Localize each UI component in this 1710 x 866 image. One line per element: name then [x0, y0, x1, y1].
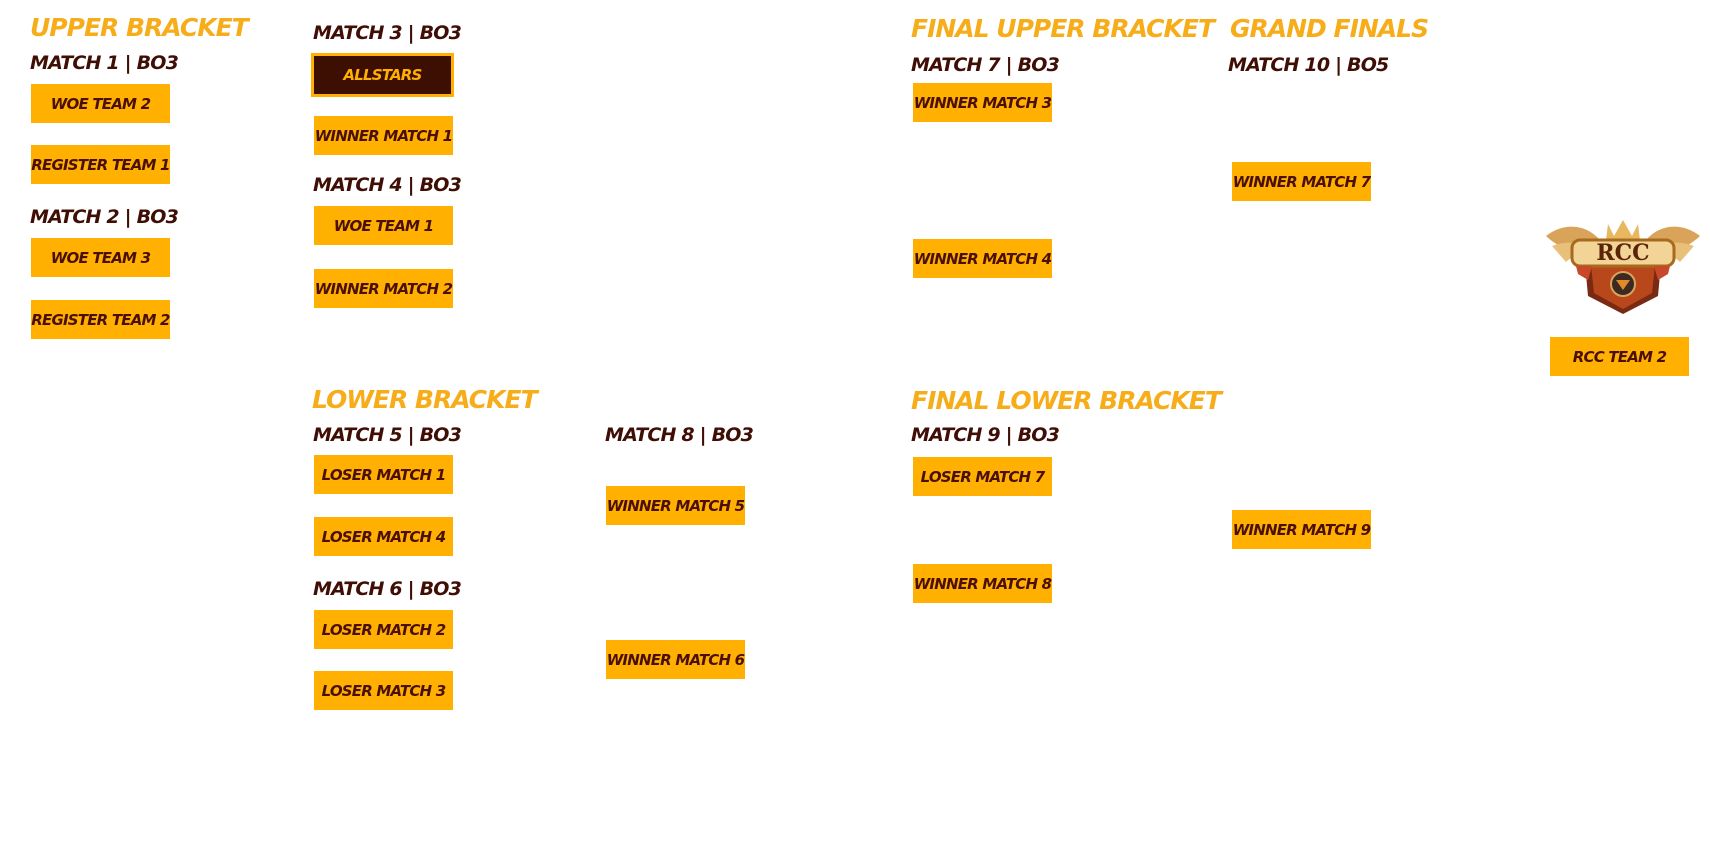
upper-bracket-title: UPPER BRACKET	[30, 13, 249, 42]
match-3-label: MATCH 3 | BO3	[313, 22, 462, 44]
bracket-slot-m1-a[interactable]: WOE TEAM 2	[31, 84, 170, 123]
bracket-slot-m10-a[interactable]: WINNER MATCH 7	[1232, 162, 1371, 201]
bracket-slot-m7-b[interactable]: WINNER MATCH 4	[913, 239, 1052, 278]
bracket-slot-m7-a[interactable]: WINNER MATCH 3	[913, 83, 1052, 122]
bracket-slot-m2-b[interactable]: REGISTER TEAM 2	[31, 300, 170, 339]
match-9-label: MATCH 9 | BO3	[911, 424, 1060, 446]
final-upper-bracket-title: FINAL UPPER BRACKET	[911, 14, 1215, 43]
match-2-label: MATCH 2 | BO3	[30, 206, 179, 228]
match-8-label: MATCH 8 | BO3	[605, 424, 754, 446]
bracket-slot-m9-a[interactable]: LOSER MATCH 7	[913, 457, 1052, 496]
bracket-slot-m6-b[interactable]: LOSER MATCH 3	[314, 671, 453, 710]
bracket-slot-m6-a[interactable]: LOSER MATCH 2	[314, 610, 453, 649]
bracket-slot-m5-b[interactable]: LOSER MATCH 4	[314, 517, 453, 556]
match-6-label: MATCH 6 | BO3	[313, 578, 462, 600]
bracket-slot-m3-a[interactable]: ALLSTARS	[311, 53, 454, 97]
champion-slot[interactable]: RCC TEAM 2	[1550, 337, 1689, 376]
bracket-slot-m9-b[interactable]: WINNER MATCH 8	[913, 564, 1052, 603]
match-10-label: MATCH 10 | BO5	[1228, 54, 1389, 76]
bracket-slot-m10-b[interactable]: WINNER MATCH 9	[1232, 510, 1371, 549]
lower-bracket-title: LOWER BRACKET	[312, 385, 538, 414]
bracket-slot-m4-b[interactable]: WINNER MATCH 2	[314, 269, 453, 308]
logo-text: RCC	[1596, 240, 1649, 266]
bracket-slot-m2-a[interactable]: WOE TEAM 3	[31, 238, 170, 277]
match-5-label: MATCH 5 | BO3	[313, 424, 462, 446]
bracket-slot-m8-b[interactable]: WINNER MATCH 6	[606, 640, 745, 679]
bracket-slot-m8-a[interactable]: WINNER MATCH 5	[606, 486, 745, 525]
grand-finals-title: GRAND FINALS	[1230, 14, 1429, 43]
match-7-label: MATCH 7 | BO3	[911, 54, 1060, 76]
bracket-slot-m5-a[interactable]: LOSER MATCH 1	[314, 455, 453, 494]
match-1-label: MATCH 1 | BO3	[30, 52, 179, 74]
bracket-slot-m3-b[interactable]: WINNER MATCH 1	[314, 116, 453, 155]
rcc-emblem-icon: RCC	[1542, 210, 1704, 318]
bracket-slot-m4-a[interactable]: WOE TEAM 1	[314, 206, 453, 245]
match-4-label: MATCH 4 | BO3	[313, 174, 462, 196]
bracket-slot-m1-b[interactable]: REGISTER TEAM 1	[31, 145, 170, 184]
final-lower-bracket-title: FINAL LOWER BRACKET	[911, 386, 1222, 415]
